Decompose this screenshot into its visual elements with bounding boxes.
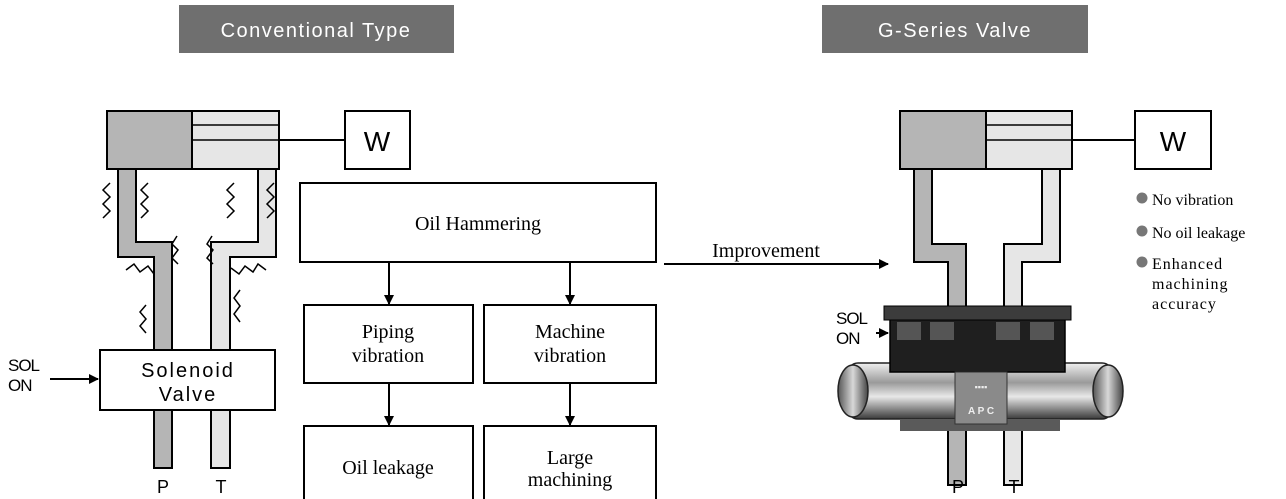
- g-series-panel: G-Series Valve W ▪▪▪▪: [822, 5, 1245, 497]
- bullet-icon: [1136, 256, 1148, 268]
- load-label-right: W: [1160, 126, 1187, 157]
- machine-vibration-label-1: Machine: [535, 321, 605, 343]
- benefit-enhanced-3: accuracy: [1152, 296, 1217, 313]
- benefits-list: No vibration No oil leakage Enhanced mac…: [1136, 192, 1245, 313]
- g-series-title: G-Series Valve: [878, 20, 1032, 42]
- oil-leakage-box: [303, 425, 474, 499]
- large-machining-label-2: machining: [528, 469, 612, 491]
- g-series-valve-image: ▪▪▪▪ A P C: [837, 305, 1124, 431]
- bullet-icon: [1136, 192, 1148, 204]
- piping-vibration-box: [303, 304, 474, 384]
- piping-vibration-label-1: Piping: [362, 321, 414, 343]
- solenoid-valve-label-2: Valve: [159, 384, 218, 406]
- solenoid-valve-label-1: Solenoid: [141, 360, 235, 382]
- piping-vibration-label-2: vibration: [352, 345, 424, 367]
- bullet-icon: [1136, 225, 1148, 237]
- benefit-enhanced-1: Enhanced: [1152, 256, 1223, 273]
- conventional-title-bg: [179, 5, 454, 53]
- port-p-label-right: P: [952, 477, 964, 497]
- benefit-no-vibration: No vibration: [1152, 192, 1233, 209]
- cylinder-right: [899, 110, 1135, 170]
- machine-vibration-box: [483, 304, 657, 384]
- conventional-panel: Conventional Type W: [8, 5, 454, 497]
- sol-label-right-1: SOL: [836, 309, 868, 328]
- load-box-right: [1134, 110, 1212, 170]
- load-label: W: [364, 126, 391, 157]
- benefit-no-oil-leakage: No oil leakage: [1152, 225, 1245, 242]
- cylinder: [106, 110, 345, 170]
- sol-label-2: ON: [8, 376, 32, 395]
- large-machining-box: [483, 425, 657, 499]
- port-t-label-right: T: [1009, 477, 1020, 497]
- port-p-label: P: [157, 477, 169, 497]
- t-pipe: [210, 168, 277, 469]
- large-machining-label-1: Large: [547, 447, 593, 469]
- sol-label-right-2: ON: [836, 329, 860, 348]
- solenoid-valve-box: [99, 349, 276, 411]
- benefit-enhanced-2: machining: [1152, 276, 1229, 293]
- oil-leakage-label: Oil leakage: [342, 457, 434, 479]
- load-box: [344, 110, 411, 170]
- improvement-label: Improvement: [712, 240, 820, 262]
- oil-hammering-box: [299, 182, 657, 263]
- valve-nameplate: [954, 371, 1008, 425]
- vibration-marks: [101, 182, 276, 334]
- port-t-label: T: [216, 477, 227, 497]
- oil-hammering-label: Oil Hammering: [415, 213, 541, 235]
- g-series-title-bg: [822, 5, 1088, 53]
- oil-hammering-flow: Oil Hammering Piping vibration Machine v…: [299, 182, 657, 499]
- conventional-title: Conventional Type: [221, 20, 412, 42]
- valve-badge-bottom: A P C: [968, 406, 994, 417]
- improvement-arrow-group: Improvement: [664, 240, 889, 269]
- valve-badge-top: ▪▪▪▪: [975, 382, 988, 392]
- machine-vibration-label-2: vibration: [534, 345, 606, 367]
- sol-label-1: SOL: [8, 356, 40, 375]
